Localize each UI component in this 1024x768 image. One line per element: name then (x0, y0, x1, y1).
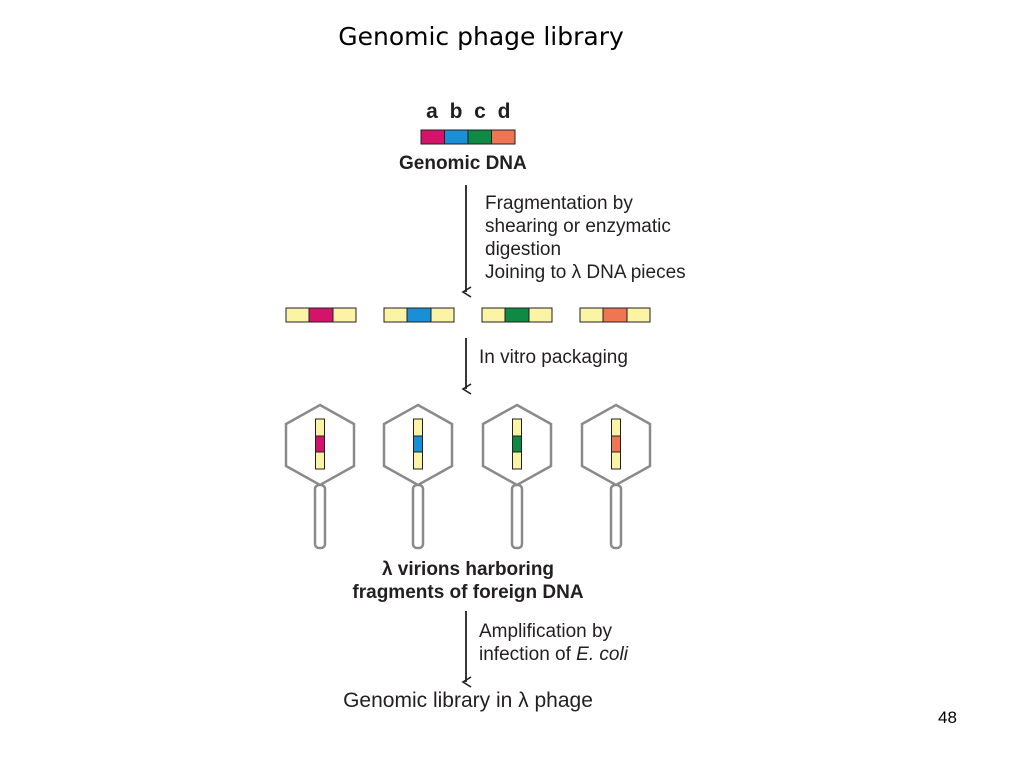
lambda-arm (528, 307, 553, 323)
packaging-step-text: In vitro packaging (479, 346, 628, 369)
fragment-d (579, 307, 651, 323)
lambda-arm (611, 418, 621, 437)
fragmentation-line-4: Joining to λ DNA pieces (485, 262, 686, 283)
fragment-a (285, 307, 357, 323)
virion-caption-line-2: fragments of foreign DNA (352, 582, 584, 603)
lambda-arm (315, 451, 325, 470)
genomic-segment-c (467, 129, 492, 145)
fragment-insert-d (602, 307, 628, 323)
letter-b: b (449, 100, 463, 123)
amplification-line-2-prefix: infection of (479, 644, 577, 665)
genomic-segment-a (420, 129, 445, 145)
fragment-insert-b (406, 307, 432, 323)
letter-d: d (497, 100, 511, 123)
page-number: 48 (938, 708, 957, 727)
letter-a: a (426, 100, 438, 123)
genomic-dna-bar (420, 129, 516, 145)
fragment-c (481, 307, 553, 323)
virion-insert-b (413, 435, 423, 453)
genomic-dna-label: Genomic DNA (399, 153, 527, 174)
virion-caption: λ virions harboring fragments of foreign… (230, 558, 706, 604)
lambda-arm (430, 307, 455, 323)
ecoli-name: E. coli (576, 644, 628, 665)
amplification-step-text: Amplification by infection of E. coli (479, 620, 628, 666)
letter-c: c (474, 100, 486, 123)
final-label: Genomic library in λ phage (343, 689, 593, 712)
virion-caption-line-1: λ virions harboring (381, 559, 555, 580)
lambda-arm (285, 307, 310, 323)
lambda-arm (579, 307, 604, 323)
lambda-arm (413, 418, 423, 437)
virion-tail (510, 483, 524, 550)
fragmentation-line-3: digestion (485, 239, 562, 260)
lambda-arm (315, 418, 325, 437)
fragmentation-step-text: Fragmentation by shearing or enzymatic d… (485, 192, 686, 284)
lambda-arm (383, 307, 408, 323)
lambda-arm (332, 307, 357, 323)
virion-insert-d (611, 435, 621, 453)
fragmentation-line-2: shearing or enzymatic (485, 216, 671, 237)
virion-a (284, 403, 356, 550)
lambda-arm (512, 418, 522, 437)
packaging-line-1: In vitro packaging (479, 347, 628, 368)
lambda-arm (611, 451, 621, 470)
fragmentation-line-1: Fragmentation by (485, 193, 633, 214)
lambda-arm (413, 451, 423, 470)
amplification-line-1: Amplification by (479, 621, 613, 642)
slide-title: Genomic phage library (338, 22, 624, 51)
genomic-segment-b (444, 129, 469, 145)
lambda-arm (481, 307, 506, 323)
virion-d (580, 403, 652, 550)
virion-c (481, 403, 553, 550)
genomic-segment-d (491, 129, 516, 145)
virion-tail (411, 483, 425, 550)
fragment-insert-c (504, 307, 530, 323)
virion-tail (313, 483, 327, 550)
genomic-dna-letters: a b c d (420, 100, 516, 128)
virion-tail (609, 483, 623, 550)
amplification-line-2: infection of E. coli (479, 643, 628, 666)
fragment-b (383, 307, 455, 323)
fragment-insert-a (308, 307, 334, 323)
virion-insert-a (315, 435, 325, 453)
virion-b (382, 403, 454, 550)
lambda-arm (512, 451, 522, 470)
virion-insert-c (512, 435, 522, 453)
lambda-arm (626, 307, 651, 323)
